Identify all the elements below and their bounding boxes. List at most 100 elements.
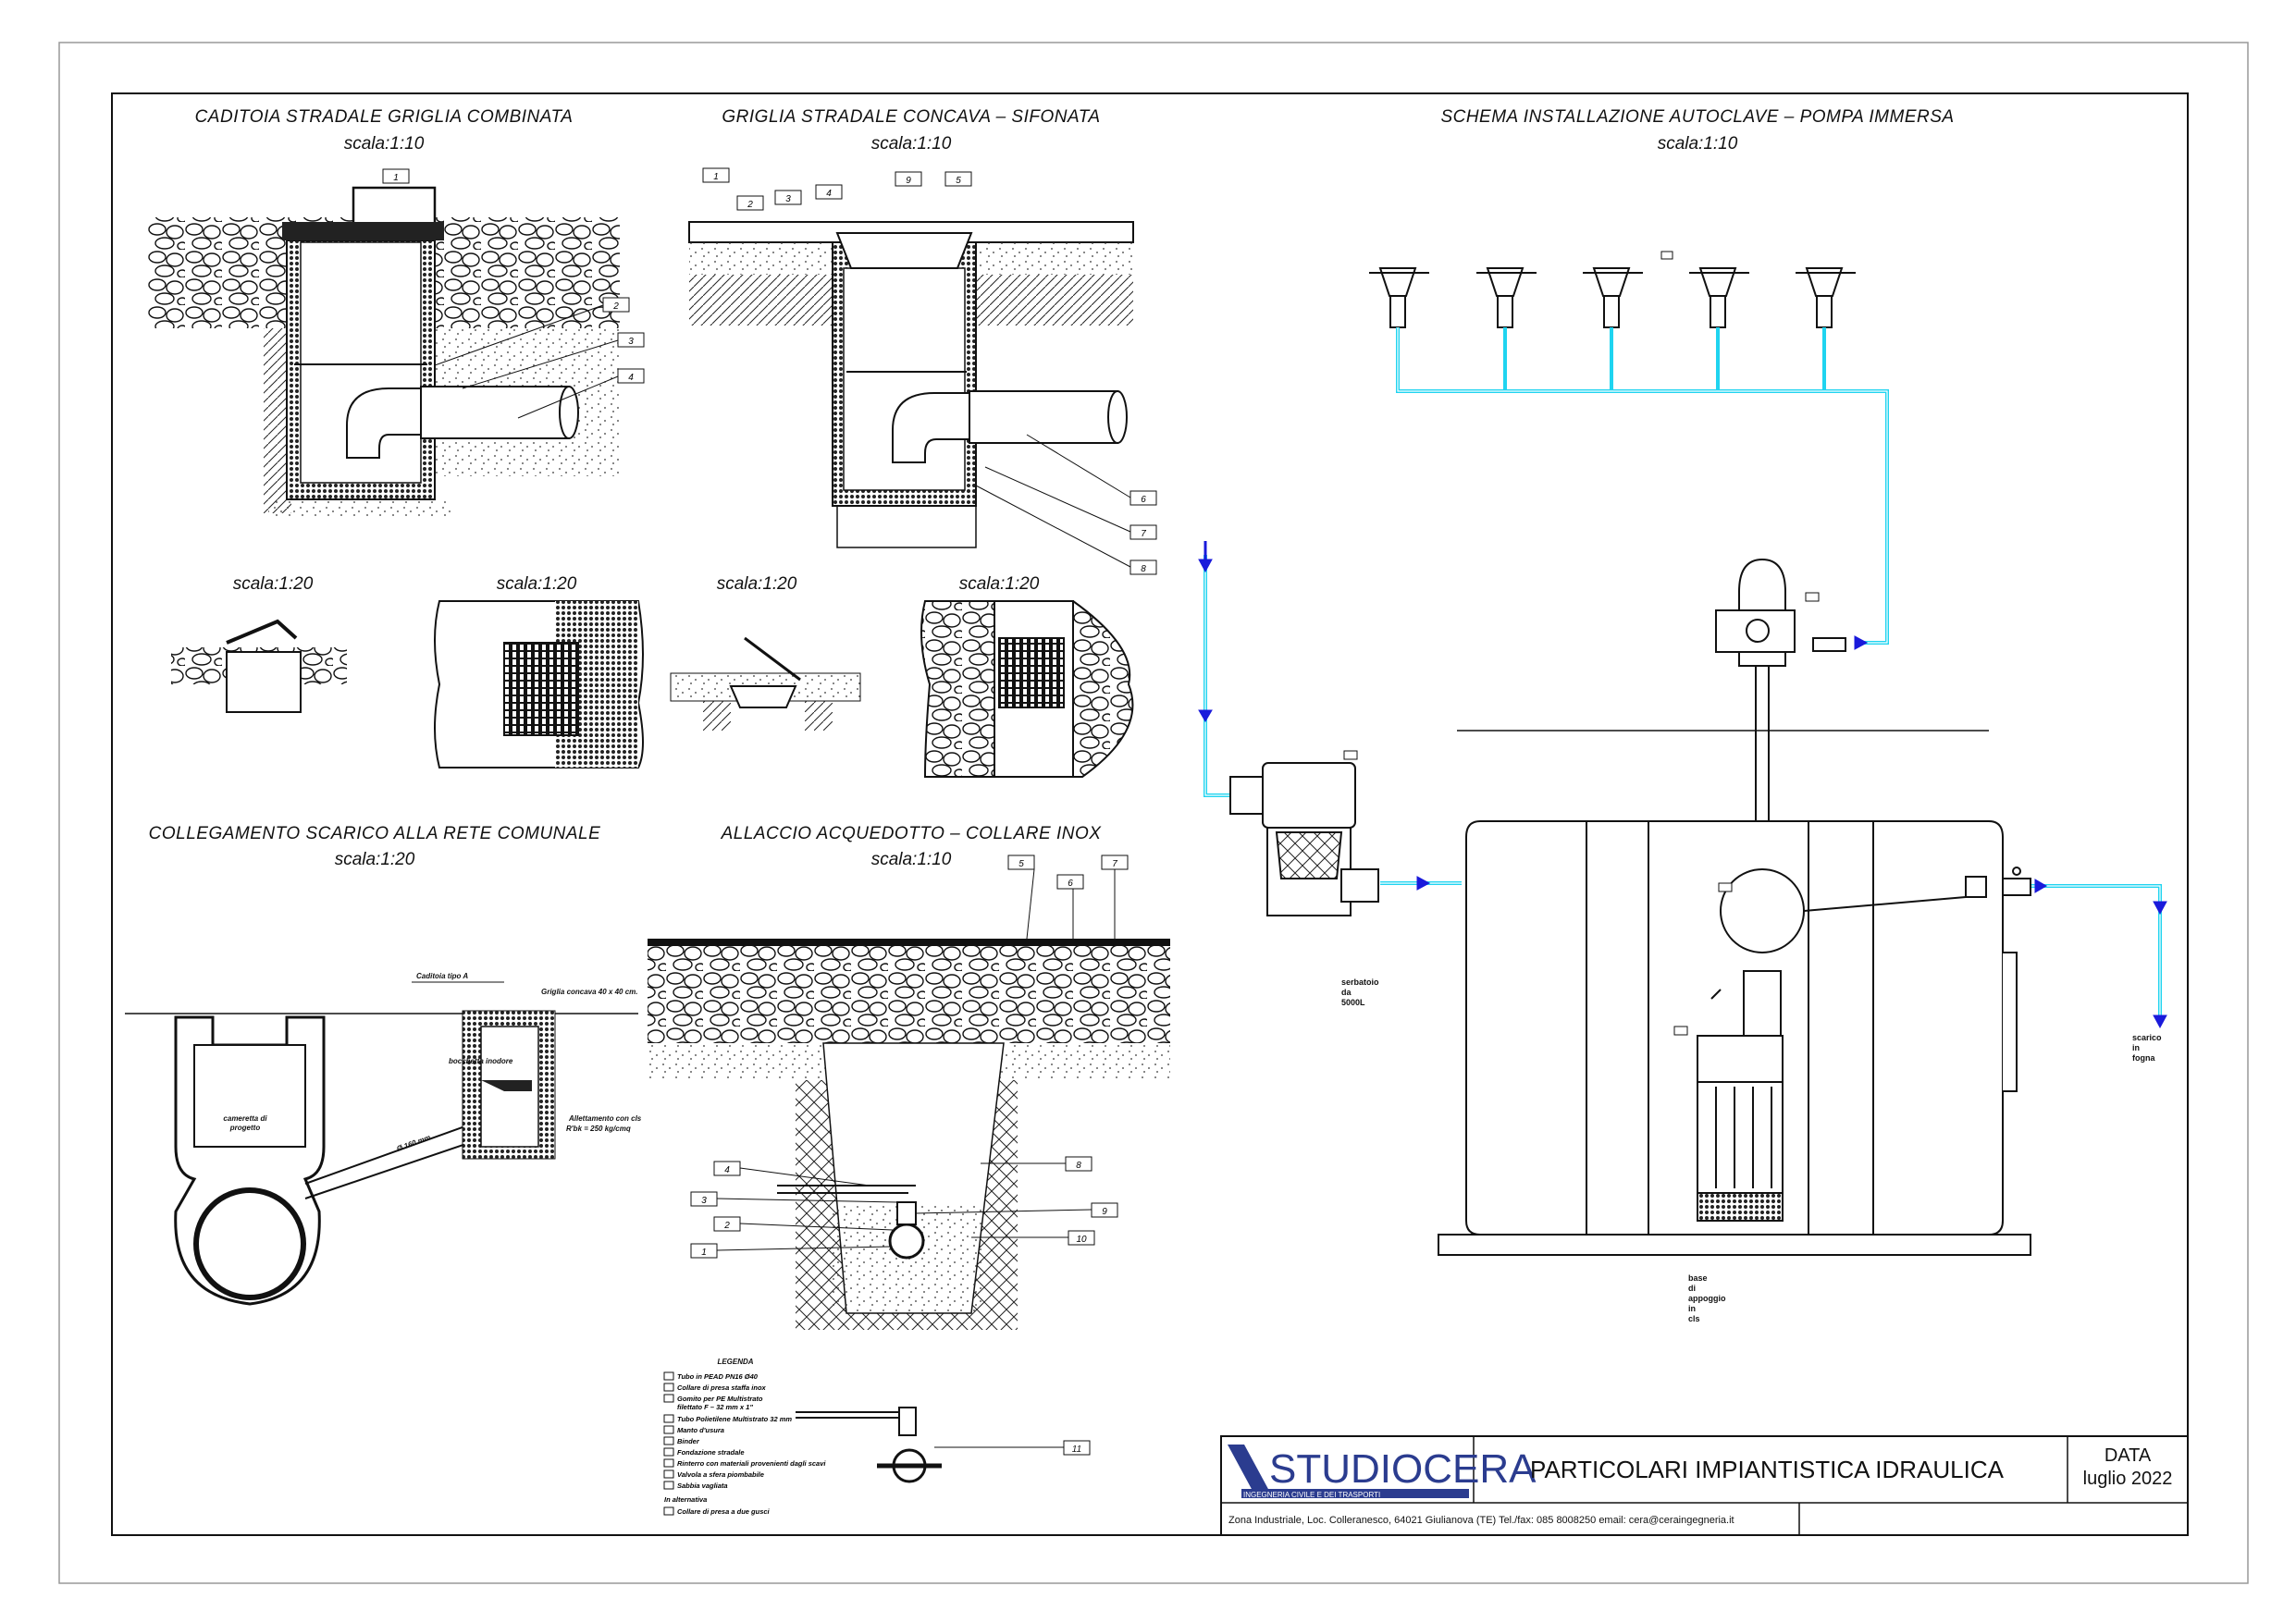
storage-tank [1465,820,2018,1236]
filter [1229,762,1379,916]
base-label: base [1688,1273,1708,1283]
outlet-valve [1965,867,2031,898]
griglia-pipe-end [1107,390,1128,444]
griglia-callouts: 1 2 3 4 9 5 6 7 8 [702,167,1157,575]
callout: 8 [1141,564,1146,574]
callout: 1 [393,173,399,183]
press-tag [1805,592,1820,602]
rck-label: R'bk = 250 kg/cmq [566,1125,631,1133]
caditoia-pipe-end [559,386,579,439]
discharge-pipe-top [304,1118,487,1185]
serbatoio-label: serbatoio [1341,977,1379,987]
tank-base [1438,1234,2031,1256]
legenda-item: Tubo in PEAD PN16 Ø40 [677,1372,759,1381]
griglia-foundation [836,505,977,548]
pipe-diameter: Ø 160 mm. [396,1133,434,1153]
main-pipe [888,1223,925,1260]
detail3-base-left [703,701,731,731]
autoclave-scale: scala:1:10 [1658,134,1738,154]
detail2-grate [503,642,579,736]
detail3-lid [744,636,801,682]
legenda-item: Manto d'usura [677,1426,724,1434]
road-base [648,946,1170,1043]
callout: 3 [628,337,634,347]
allettamento-label: Allettamento con cls [568,1114,642,1123]
callout: 6 [1141,495,1146,505]
bocchetta-label: bocchetta inodore [449,1057,513,1065]
callout: 4 [724,1165,730,1175]
scarico-label: fogna [2132,1053,2155,1063]
legenda-item: Collare di presa staffa inox [677,1383,767,1392]
legenda-item: In alternativa [664,1495,707,1504]
base-label: in [1688,1304,1696,1313]
details-row: scala:1:20 scala:1:20 scala:1:20 scala:1… [171,574,1134,778]
serbatoio-label: 5000L [1341,998,1365,1007]
serbatoio-label: da [1341,988,1352,997]
detail1-well [226,651,302,713]
caditoia-tipo-label: Caditoia tipo A [416,972,468,980]
caditoia-scale: scala:1:10 [344,134,425,154]
callout: 5 [956,176,961,186]
manhole-chamber [193,1044,306,1148]
callout: 1 [701,1248,707,1258]
saddle-valve [896,1201,917,1225]
callout: 3 [701,1196,707,1206]
callout: 7 [1141,529,1146,539]
caditoia-title: CADITOIA STRADALE GRIGLIA COMBINATA [195,107,574,127]
callout: 9 [1102,1207,1107,1217]
legenda-item: Valvola a sfera piombabile [677,1470,764,1479]
float-line [1803,896,1967,912]
allaccio-scale: scala:1:10 [871,850,952,869]
callout: 9 [906,176,911,186]
detail-scale-1: scala:1:20 [233,574,314,594]
legenda-item: Sabbia vagliata [677,1482,728,1490]
legenda-item: Fondazione stradale [677,1448,745,1457]
autoclave-section: SCHEMA INSTALLAZIONE AUTOCLAVE – POMPA I… [1198,107,2167,1323]
griglia-pipe [969,390,1118,444]
base-label: cls [1688,1314,1700,1323]
callout: 5 [1018,859,1024,869]
legenda-callout: 11 [1072,1445,1081,1455]
collegamento-scale: scala:1:20 [335,850,415,869]
flow-arrows [1198,541,2167,1029]
submersible-pump [1697,970,1784,1222]
sprinkler-tag [1660,251,1673,260]
callout: 4 [628,373,634,383]
scarico-label: in [2132,1043,2140,1052]
callout: 3 [785,194,791,204]
callout: 6 [1068,879,1073,889]
detail1-grate [226,619,298,645]
griglia-concave-grate [835,232,973,269]
legenda-item: Gomito per PE Multistrato [677,1395,763,1403]
caditoia-pipe [420,386,570,439]
drawing-title: PARTICOLARI IMPIANTISTICA IDRAULICA [1530,1456,2005,1483]
callout: 4 [826,189,832,199]
bocchetta [481,1080,532,1091]
title-block: STUDIOCERA INGEGNERIA CIVILE E DEI TRASP… [1220,1435,2189,1536]
legenda-fitting [898,1407,917,1436]
legenda-item: Binder [677,1437,700,1445]
inner-frame [111,92,2189,1536]
pump-tag [1673,1026,1688,1036]
callout: 2 [747,200,753,210]
autoclave-labels: serbatoio da 5000L base di appoggio in c… [1341,977,2162,1323]
detail-scale-2: scala:1:20 [497,574,577,594]
collegamento-title: COLLEGAMENTO SCARICO ALLA RETE COMUNALE [149,824,601,843]
griglia-section: GRIGLIA STRADALE CONCAVA – SIFONATA scal… [688,107,1157,575]
legenda-item: Collare di presa a due gusci [677,1507,771,1516]
outer-frame [58,42,2249,1584]
autoclave-title: SCHEMA INSTALLAZIONE AUTOCLAVE – POMPA I… [1440,107,1954,127]
sprinkler-row [1369,267,1856,328]
logo-bar [1241,1489,1469,1498]
caditoia-foundation [268,499,453,520]
scarico-label: scarico [2132,1033,2162,1042]
caditoia-frame [282,222,444,240]
logo-mark [1228,1445,1269,1491]
caditoia-section: CADITOIA STRADALE GRIGLIA COMBINATA scal… [148,107,645,520]
road-surface [648,939,1170,946]
detail3-base-right [805,701,833,731]
allaccio-title: ALLACCIO ACQUEDOTTO – COLLARE INOX [721,824,1103,843]
studio-address: Zona Industriale, Loc. Colleranesco, 640… [1228,1515,1734,1526]
allaccio-callouts: 5 6 7 8 4 3 2 1 9 10 [690,855,1129,1259]
